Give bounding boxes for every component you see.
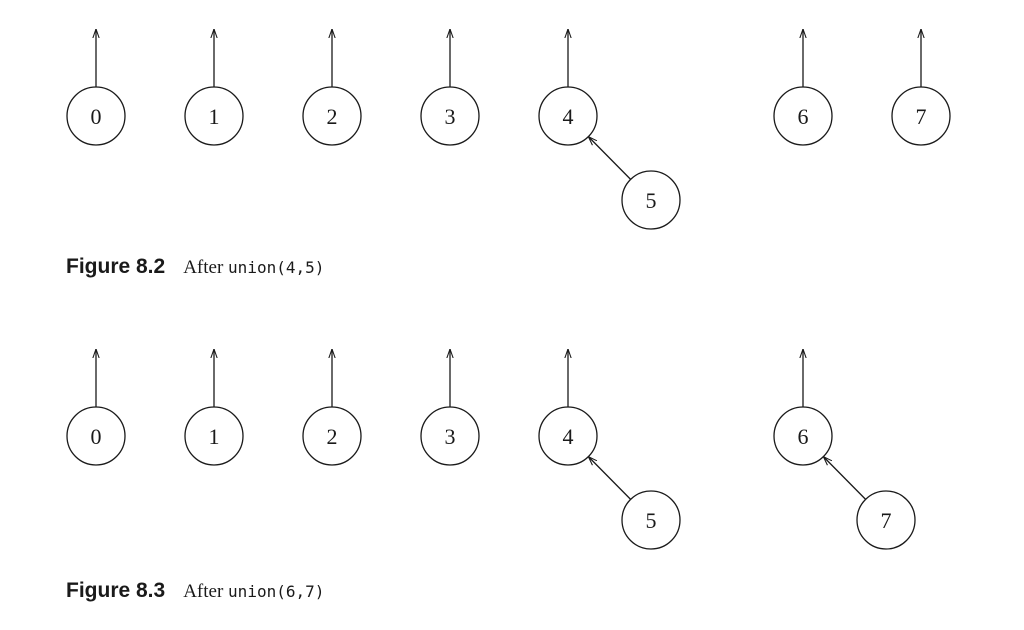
caption-text: After — [183, 581, 224, 602]
parent-link-arrow — [823, 457, 867, 500]
node-label: 1 — [209, 104, 220, 129]
node-label: 4 — [563, 104, 574, 129]
node-circle — [621, 490, 681, 550]
node-circle — [621, 170, 681, 230]
node-label: 7 — [881, 508, 892, 533]
node-circle — [184, 406, 244, 466]
node-0: 0 — [66, 86, 126, 146]
node-label: 5 — [646, 508, 657, 533]
node-circle — [66, 406, 126, 466]
node-5: 5 — [621, 170, 681, 230]
node-circle — [66, 86, 126, 146]
figure-number: Figure 8.3 — [66, 579, 166, 602]
node-circle — [302, 86, 362, 146]
figure-8-2: 0 1 2 3 4 5 6 7 Figure 8.2 After union(4,5) — [0, 0, 1024, 300]
figure-number: Figure 8.2 — [66, 255, 166, 278]
node-label: 0 — [91, 104, 102, 129]
node-4: 4 — [538, 86, 598, 146]
figure-caption: Figure 8.3 After union(6,7) — [66, 579, 324, 603]
node-circle — [420, 406, 480, 466]
node-circle — [891, 86, 951, 146]
node-3: 3 — [420, 86, 480, 146]
forest-diagram: 0 1 2 3 4 5 6 7 — [66, 29, 951, 230]
node-label: 3 — [445, 104, 456, 129]
figure-caption: Figure 8.2 After union(4,5) — [66, 255, 324, 279]
node-2: 2 — [302, 86, 362, 146]
node-label: 2 — [327, 104, 338, 129]
node-label: 6 — [798, 424, 809, 449]
node-label: 6 — [798, 104, 809, 129]
node-1: 1 — [184, 406, 244, 466]
node-label: 0 — [91, 424, 102, 449]
node-6: 6 — [773, 406, 833, 466]
node-circle — [538, 406, 598, 466]
parent-link-arrow — [588, 457, 632, 500]
node-circle — [538, 86, 598, 146]
node-label: 1 — [209, 424, 220, 449]
caption-code: union(4,5) — [228, 258, 325, 277]
node-label: 3 — [445, 424, 456, 449]
node-6: 6 — [773, 86, 833, 146]
node-7: 7 — [891, 86, 951, 146]
node-circle — [184, 86, 244, 146]
node-label: 2 — [327, 424, 338, 449]
node-label: 5 — [646, 188, 657, 213]
node-circle — [302, 406, 362, 466]
caption-text: After — [183, 257, 224, 278]
node-2: 2 — [302, 406, 362, 466]
node-circle — [773, 86, 833, 146]
node-label: 7 — [916, 104, 927, 129]
node-0: 0 — [66, 406, 126, 466]
node-4: 4 — [538, 406, 598, 466]
figure-8-3: 0 1 2 3 4 5 6 7 Figure 8.3 After union(6,7) — [0, 320, 1024, 630]
caption-code: union(6,7) — [228, 582, 325, 601]
node-5: 5 — [621, 490, 681, 550]
node-circle — [856, 490, 916, 550]
node-1: 1 — [184, 86, 244, 146]
node-circle — [773, 406, 833, 466]
forest-diagram: 0 1 2 3 4 5 6 7 — [66, 349, 916, 550]
node-label: 4 — [563, 424, 574, 449]
node-circle — [420, 86, 480, 146]
node-7: 7 — [856, 490, 916, 550]
node-3: 3 — [420, 406, 480, 466]
parent-link-arrow — [588, 137, 632, 180]
